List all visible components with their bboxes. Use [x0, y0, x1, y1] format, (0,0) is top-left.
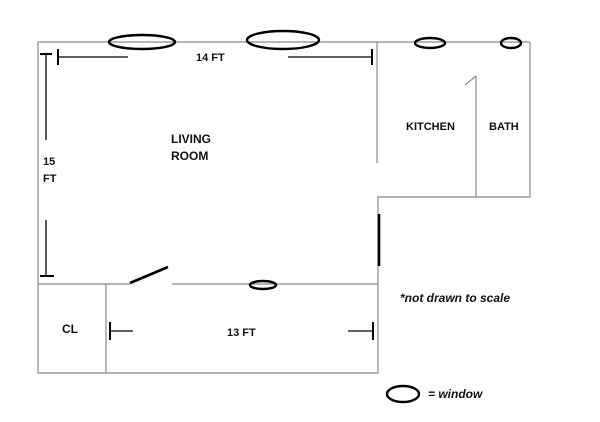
scale-note: *not drawn to scale	[400, 291, 510, 305]
bottom-dimension-label: 13 FT	[227, 327, 256, 339]
window-5	[248, 279, 278, 291]
living-room-label-line1: LIVING	[171, 132, 211, 146]
window-4	[499, 36, 523, 50]
left-dimension-label-line2: FT	[43, 173, 57, 185]
legend: = window	[385, 384, 483, 404]
window-1	[107, 33, 177, 51]
closet-label: CL	[62, 322, 78, 336]
doors	[129, 214, 381, 285]
top-dimension-label: 14 FT	[196, 52, 225, 64]
left-dimension-label-line1: 15	[43, 156, 55, 168]
legend-window-symbol	[385, 384, 421, 404]
windows	[107, 29, 523, 291]
living-room-label-line2: ROOM	[171, 149, 208, 163]
kitchen-label: KITCHEN	[406, 121, 455, 133]
window-3	[413, 36, 447, 50]
walls	[37, 41, 531, 374]
bath-divider-angle	[464, 75, 477, 86]
living-room-door	[129, 265, 169, 285]
outer-wall-main	[37, 41, 531, 374]
dimension-lines	[40, 49, 374, 340]
bath-label: BATH	[489, 121, 519, 133]
window-2	[245, 29, 321, 51]
legend-label: = window	[428, 387, 483, 401]
